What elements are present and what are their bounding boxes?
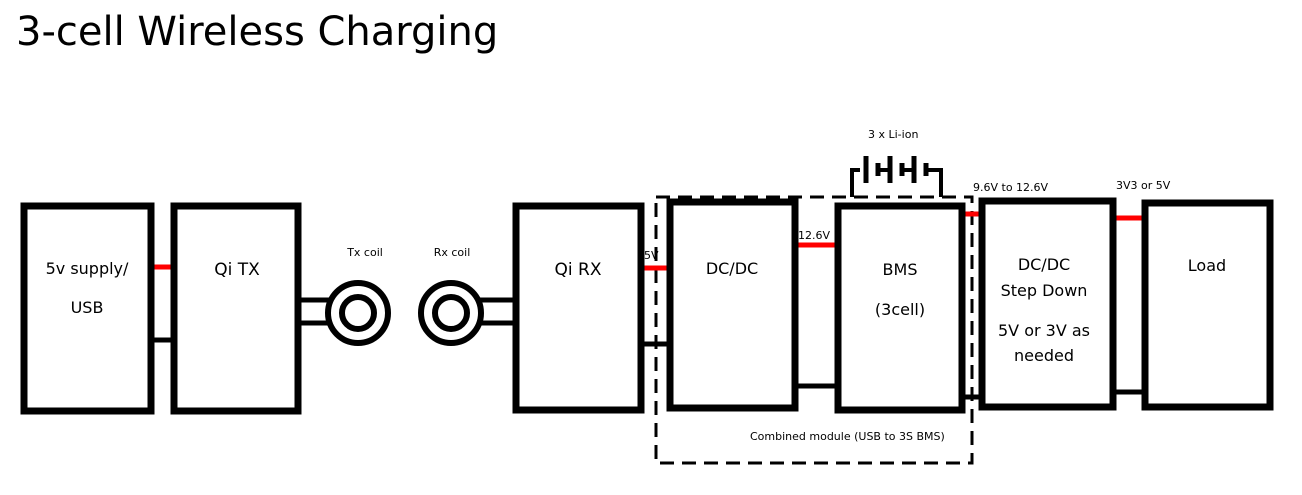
dcdc-block [666, 198, 799, 412]
dcdc-out-voltage-label: 12.6V [798, 229, 830, 242]
stepdown-label-line4: needed [1014, 346, 1074, 365]
stepdown-label-line3: 5V or 3V as [998, 321, 1090, 340]
rx-coil [418, 280, 484, 346]
battery-lead-right [926, 168, 943, 197]
supply-label-line2: USB [71, 298, 104, 317]
qi-rx-block [512, 202, 645, 414]
tx-coil-inner-ring [339, 294, 377, 332]
bms-block [834, 202, 966, 414]
rx-coil-label: Rx coil [434, 246, 471, 259]
diagram-title: 3-cell Wireless Charging [16, 9, 498, 55]
supply-label-line1: 5v supply/ [46, 259, 129, 278]
dcdc-label: DC/DC [706, 259, 758, 278]
combined-module-label: Combined module (USB to 3S BMS) [750, 430, 945, 443]
battery-pack [850, 156, 943, 197]
qi-tx-block [170, 202, 302, 415]
tx-coil [325, 280, 391, 346]
stepdown-block [978, 197, 1117, 411]
stepdown-label-line2: Step Down [1001, 281, 1088, 300]
load-label: Load [1188, 256, 1226, 275]
qi-tx-label: Qi TX [214, 260, 260, 280]
bms-out-voltage-label: 9.6V to 12.6V [973, 181, 1049, 194]
load-in-voltage-label: 3V3 or 5V [1116, 179, 1171, 192]
stepdown-label-line1: DC/DC [1018, 255, 1070, 274]
rx-out-voltage-label: 5V [644, 249, 659, 262]
supply-block [20, 202, 155, 415]
combined-module-outline [654, 195, 974, 465]
bms-label-line2: (3cell) [875, 300, 925, 319]
rx-coil-inner-ring [432, 294, 470, 332]
bms-label-line1: BMS [883, 260, 918, 279]
battery-lead-left [850, 168, 860, 197]
load-block [1141, 199, 1274, 411]
tx-coil-label: Tx coil [346, 246, 383, 259]
battery-label: 3 x Li-ion [868, 128, 918, 141]
qi-rx-label: Qi RX [555, 260, 602, 280]
